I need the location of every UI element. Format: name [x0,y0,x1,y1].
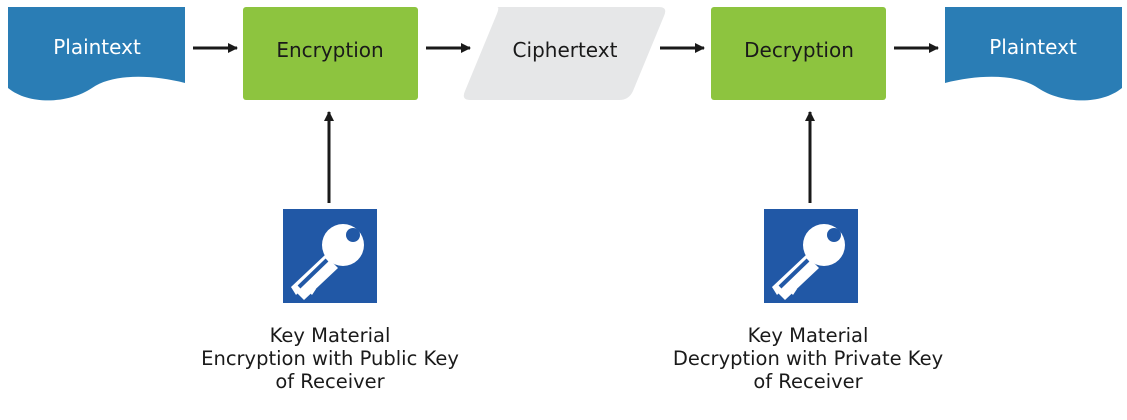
ciphertext-label: Ciphertext [513,38,618,62]
key-hole [827,228,841,242]
document-shape [8,7,185,101]
decryption-node: Decryption [711,7,886,100]
key-shaft-outline [297,258,329,289]
plaintext-input-node: Plaintext [8,7,185,101]
plaintext-output-node: Plaintext [945,7,1122,101]
encryption-label: Encryption [276,38,383,62]
caption-line: Decryption with Private Key [672,347,944,370]
caption-line: Encryption with Public Key [201,347,459,370]
caption-line: Key Material [269,324,391,347]
plaintext-output-label: Plaintext [989,35,1077,59]
decryption-key-caption: Key Material Decryption with Private Key… [658,324,958,393]
decryption-key-tile [764,209,858,303]
key-hole [346,228,360,242]
caption-line: of Receiver [275,370,385,393]
key-shaft-outline [778,258,810,289]
process-box [711,7,886,100]
encryption-key-caption: Key Material Encryption with Public Key … [180,324,480,393]
caption-line: Key Material [747,324,869,347]
encryption-node: Encryption [243,7,418,100]
document-shape [945,7,1122,101]
plaintext-input-label: Plaintext [53,35,141,59]
ciphertext-node: Ciphertext [463,7,666,100]
decryption-label: Decryption [744,38,854,62]
data-parallelogram [463,7,666,100]
process-box [243,7,418,100]
caption-line: of Receiver [753,370,863,393]
encryption-key-tile [283,209,377,303]
